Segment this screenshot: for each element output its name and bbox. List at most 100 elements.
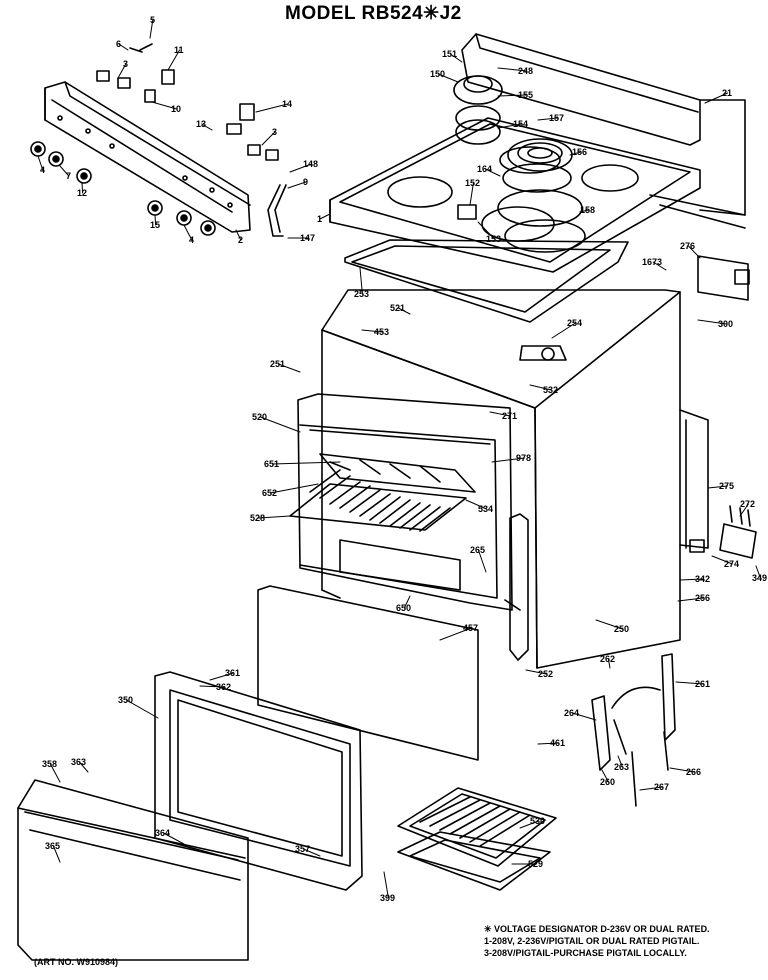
callout-label-652: 652 (262, 488, 277, 498)
leader-line-651 (271, 461, 341, 465)
leader-line-254 (551, 322, 576, 339)
cabinet-body-part (321, 289, 681, 669)
callout-label-153: 153 (486, 234, 501, 244)
leader-line-3a (117, 63, 127, 79)
callout-label-15: 15 (150, 220, 160, 230)
callout-label-1673: 1673 (642, 257, 662, 267)
leader-line-6 (118, 43, 129, 51)
callout-label-529: 529 (528, 859, 543, 869)
callout-label-6: 6 (116, 39, 121, 49)
leader-line-14 (255, 103, 289, 113)
callout-label-271: 271 (502, 411, 517, 421)
leader-line-12 (81, 182, 84, 194)
leader-line-349 (755, 565, 761, 579)
leader-line-264 (571, 712, 597, 721)
leader-line-266 (669, 767, 695, 773)
footnote-line-2: 1-208V, 2-236V/PIGTAIL OR DUAL RATED PIG… (484, 936, 700, 946)
callout-label-13: 13 (196, 119, 206, 129)
knob-parts (30, 141, 216, 236)
callout-label-12: 12 (77, 188, 87, 198)
callout-label-272: 272 (740, 499, 755, 509)
callout-label-4b: 4 (189, 235, 194, 245)
leader-line-461 (537, 742, 559, 745)
callout-label-154: 154 (513, 119, 528, 129)
leader-line-342 (679, 578, 704, 581)
leader-line-3b (261, 131, 276, 146)
leader-line-1 (319, 213, 331, 220)
callout-label-9: 9 (303, 177, 308, 187)
callout-label-253: 253 (354, 289, 369, 299)
callout-label-363: 363 (71, 757, 86, 767)
leader-line-457 (439, 627, 472, 641)
callout-leader-lines (37, 19, 761, 899)
callout-label-21: 21 (722, 88, 732, 98)
callout-label-275: 275 (719, 481, 734, 491)
leader-line-251 (277, 363, 301, 373)
callout-label-342: 342 (695, 574, 710, 584)
terminal-block-part (519, 255, 757, 559)
outer-door-part (17, 779, 249, 961)
callout-label-10: 10 (171, 104, 181, 114)
callout-label-14: 14 (282, 99, 292, 109)
callout-label-534: 534 (478, 504, 493, 514)
leader-line-164 (484, 168, 501, 177)
leader-line-158 (579, 209, 589, 213)
callout-label-260: 260 (600, 777, 615, 787)
callout-label-256: 256 (695, 593, 710, 603)
leader-line-260 (601, 769, 609, 783)
leader-line-358 (49, 763, 61, 783)
leader-line-364 (162, 832, 185, 845)
callout-label-261: 261 (695, 679, 710, 689)
callout-label-364: 364 (155, 828, 170, 838)
callout-label-262: 262 (600, 654, 615, 664)
leader-line-256 (677, 597, 704, 602)
leader-line-21 (704, 92, 729, 104)
leader-line-271 (489, 411, 511, 417)
leader-line-261 (675, 681, 704, 685)
side-panel-part (679, 409, 709, 549)
leader-line-252 (525, 669, 547, 675)
control-panel-part (44, 81, 251, 233)
callout-label-651: 651 (264, 459, 279, 469)
leader-line-274 (711, 555, 733, 565)
leader-line-15 (154, 214, 157, 226)
callout-label-361: 361 (225, 668, 240, 678)
bracket-part (267, 184, 287, 237)
callout-label-252: 252 (538, 669, 553, 679)
callout-label-528: 528 (250, 513, 265, 523)
callout-label-151: 151 (442, 49, 457, 59)
leader-line-151 (449, 53, 463, 63)
voltage-footnote: ✳ VOLTAGE DESIGNATOR D-236V OR DUAL RATE… (484, 923, 710, 959)
callout-label-158: 158 (580, 205, 595, 215)
leader-line-521 (397, 307, 411, 315)
callout-label-267: 267 (654, 782, 669, 792)
callout-label-4a: 4 (40, 165, 45, 175)
switch-parts (96, 43, 279, 161)
callout-label-265: 265 (470, 545, 485, 555)
leader-line-530 (519, 820, 539, 829)
surface-element-parts (453, 75, 586, 253)
leader-line-262 (607, 658, 611, 669)
drip-tray-part (344, 239, 629, 323)
leader-line-363 (78, 761, 89, 773)
hinge-parts (509, 513, 676, 807)
leader-line-154 (497, 123, 522, 129)
leader-line-350 (125, 699, 159, 719)
callout-label-365: 365 (45, 841, 60, 851)
callout-label-300: 300 (718, 319, 733, 329)
callout-label-650: 650 (396, 603, 411, 613)
model-title: MODEL RB524✳J2 (285, 3, 462, 24)
leader-line-2 (235, 229, 242, 241)
leader-line-532 (529, 384, 552, 391)
leader-line-1673 (652, 261, 667, 271)
leader-line-5 (149, 19, 154, 39)
leader-line-652 (269, 483, 319, 494)
callout-label-148: 148 (303, 159, 318, 169)
callout-label-357: 357 (295, 844, 310, 854)
callout-label-5: 5 (150, 15, 155, 25)
leader-line-11 (167, 49, 181, 71)
leader-line-399 (383, 871, 389, 899)
callout-label-264: 264 (564, 708, 579, 718)
callout-label-461: 461 (550, 738, 565, 748)
